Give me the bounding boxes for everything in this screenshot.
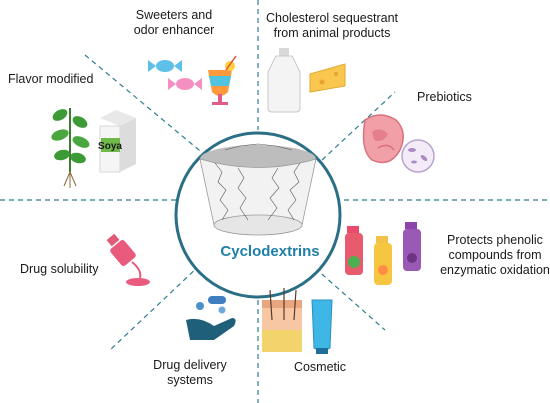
hand-pills-icon — [186, 296, 236, 340]
cocktail-glass-icon — [208, 55, 237, 105]
divider-bottom-right — [314, 267, 386, 331]
label-phenolic-line-1: Protects phenolic — [447, 233, 543, 247]
label-cosmetic: Cosmetic — [280, 360, 360, 375]
cyclodextrin-molecule-icon — [199, 143, 317, 236]
label-flavor-line-1: Flavor modified — [8, 72, 94, 86]
juice-bottles-icon — [345, 222, 421, 285]
label-delivery: Drug delivery systems — [140, 358, 240, 388]
soya-carton-icon — [99, 110, 136, 173]
intestine-icon — [362, 114, 404, 164]
label-cosmetic-line-1: Cosmetic — [293, 360, 347, 374]
label-delivery-line-2: systems — [167, 373, 213, 387]
label-phenolic: Protects phenolic compounds from enzymat… — [440, 233, 550, 278]
label-sweeteners-line-1: Sweeters and — [135, 8, 213, 22]
cheese-icon — [309, 63, 346, 93]
divider-top-right — [321, 91, 396, 161]
cream-tube-icon — [311, 299, 333, 354]
label-solubility-line-1: Drug solubility — [20, 262, 99, 276]
skin-section-icon — [262, 288, 302, 352]
label-prebiotics: Prebiotics — [417, 90, 527, 105]
label-sweeteners: Sweeters and odor enhancer — [124, 8, 224, 38]
milk-bottle-icon — [267, 48, 301, 113]
label-cholesterol-line-1: Cholesterol sequestrant — [265, 11, 399, 25]
label-flavor: Flavor modified — [8, 72, 118, 87]
center-title: Cyclodextrins — [220, 243, 320, 260]
divider-bottom-left — [109, 264, 201, 351]
label-cholesterol: Cholesterol sequestrant from animal prod… — [262, 11, 402, 41]
soybean-plant-icon — [51, 108, 90, 188]
candy-icon — [148, 60, 202, 90]
syrup-bottle-icon — [106, 233, 150, 286]
label-cholesterol-line-2: from animal products — [273, 26, 391, 40]
label-solubility: Drug solubility — [20, 262, 130, 277]
label-sweeteners-line-2: odor enhancer — [133, 23, 215, 37]
bacteria-magnifier-icon — [401, 139, 435, 173]
divider-top-left — [84, 54, 206, 156]
label-phenolic-line-2: compounds from — [448, 248, 542, 262]
label-delivery-line-1: Drug delivery — [153, 358, 227, 372]
soya-package-text: Soya — [98, 141, 122, 152]
label-prebiotics-line-1: Prebiotics — [417, 90, 472, 104]
label-phenolic-line-3: enzymatic oxidation — [440, 263, 550, 277]
